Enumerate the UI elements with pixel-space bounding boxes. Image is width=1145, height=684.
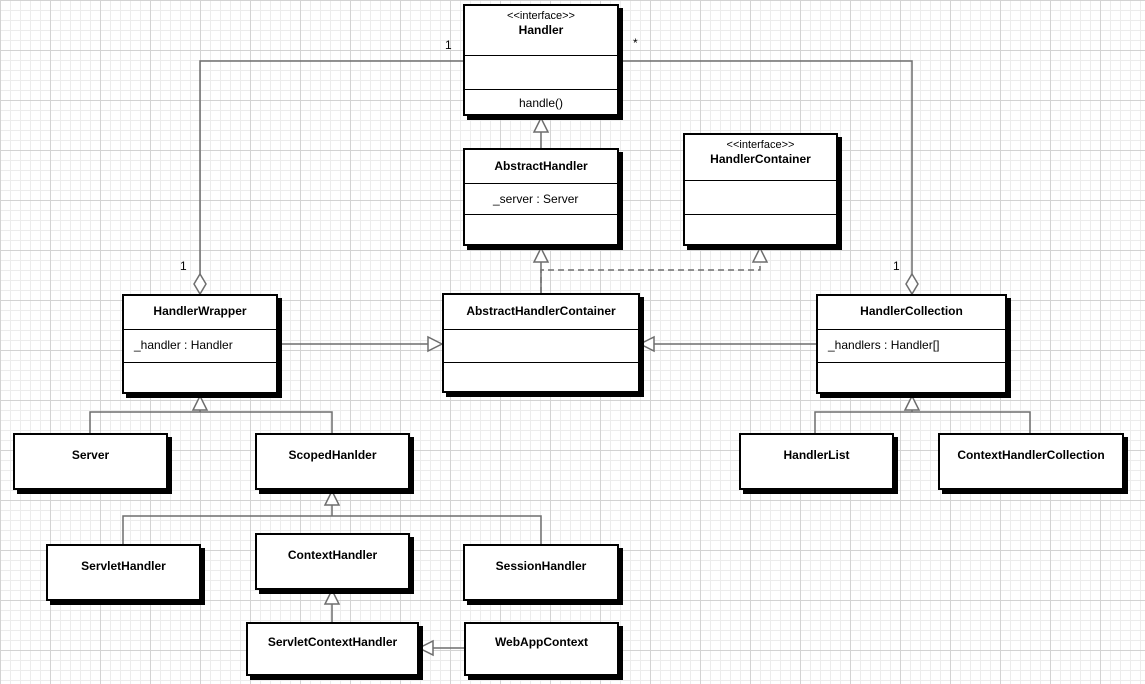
class-name: HandlerCollection (860, 304, 963, 318)
class-name: HandlerWrapper (153, 304, 247, 318)
generalization-arrow-ahc (532, 246, 550, 263)
realization-arrow (751, 246, 769, 263)
class-session-handler[interactable]: SessionHandler (463, 544, 619, 601)
aggregation-diamond-collection (905, 272, 919, 296)
multiplicity-wrapper-end: 1 (180, 259, 187, 273)
class-servlet-handler[interactable]: ServletHandler (46, 544, 201, 601)
aggregation-line-collection (619, 60, 913, 274)
attribute-handlers: _handlers : Handler[] (828, 338, 940, 352)
class-name: ScopedHanlder (288, 448, 377, 462)
multiplicity-collection-end: 1 (893, 259, 900, 273)
class-name: SessionHandler (495, 559, 587, 573)
class-name: HandlerList (783, 448, 850, 462)
operation-section (444, 362, 638, 363)
attribute-server: _server : Server (493, 192, 579, 206)
class-name: WebAppContext (494, 635, 589, 649)
stereotype-label: <<interface>> (507, 10, 575, 22)
attribute-handler: _handler : Handler (134, 338, 233, 352)
generalization-tree-wrapper (89, 410, 333, 433)
class-name: HandlerContainer (710, 152, 811, 166)
attribute-section (465, 55, 617, 56)
operation-section (465, 89, 617, 90)
generalization-arrow-scoped-children (323, 489, 341, 506)
class-abstract-handler-container[interactable]: AbstractHandlerContainer (442, 293, 640, 393)
generalization-arrow-wrapper-children (191, 394, 209, 411)
operation-handle: handle() (518, 96, 564, 110)
generalization-arrow-collection (638, 335, 655, 353)
class-handler-wrapper[interactable]: HandlerWrapper _handler : Handler (122, 294, 278, 394)
class-name: ContextHandlerCollection (957, 448, 1105, 462)
class-name: ContextHandler (287, 548, 378, 562)
operation-section (818, 362, 1005, 363)
class-abstract-handler[interactable]: AbstractHandler _server : Server (463, 148, 619, 246)
class-name: ServletHandler (81, 559, 166, 573)
class-server[interactable]: Server (13, 433, 168, 490)
stereotype-label: <<interface>> (726, 139, 795, 151)
class-handler[interactable]: <<interface>> Handler handle() (463, 4, 619, 116)
generalization-arrow-webapp (417, 639, 434, 657)
attribute-section (444, 329, 638, 330)
aggregation-line-wrapper (199, 60, 463, 274)
generalization-arrow-collection-children (903, 394, 921, 411)
operation-section (465, 214, 617, 215)
attribute-section (465, 183, 617, 184)
multiplicity-handler-right: * (633, 36, 638, 50)
aggregation-diamond-wrapper (193, 272, 207, 296)
class-webapp-context[interactable]: WebAppContext (464, 622, 619, 676)
generalization-tree-collection (814, 410, 1031, 433)
operation-section (124, 362, 276, 363)
class-servlet-context-handler[interactable]: ServletContextHandler (246, 622, 419, 676)
class-scoped-handler[interactable]: ScopedHanlder (255, 433, 410, 490)
generalization-arrow-contexthandler (323, 588, 341, 605)
generalization-tree-scoped (122, 505, 542, 544)
attribute-section (818, 329, 1005, 330)
class-context-handler-collection[interactable]: ContextHandlerCollection (938, 433, 1124, 490)
operation-section (685, 214, 836, 215)
class-handler-collection[interactable]: HandlerCollection _handlers : Handler[] (816, 294, 1007, 394)
class-name: Handler (518, 23, 564, 37)
class-handler-container[interactable]: <<interface>> HandlerContainer (683, 133, 838, 246)
realization-line (540, 262, 761, 293)
class-handler-list[interactable]: HandlerList (739, 433, 894, 490)
class-name: Server (71, 448, 110, 462)
generalization-arrow-wrapper (427, 335, 444, 353)
class-name: AbstractHandlerContainer (466, 304, 616, 318)
class-name: ServletContextHandler (267, 635, 398, 649)
class-context-handler[interactable]: ContextHandler (255, 533, 410, 590)
class-name: AbstractHandler (494, 159, 588, 173)
generalization-arrow-abstracthandler (532, 116, 550, 133)
attribute-section (124, 329, 276, 330)
multiplicity-handler-left: 1 (445, 38, 452, 52)
attribute-section (685, 180, 836, 181)
